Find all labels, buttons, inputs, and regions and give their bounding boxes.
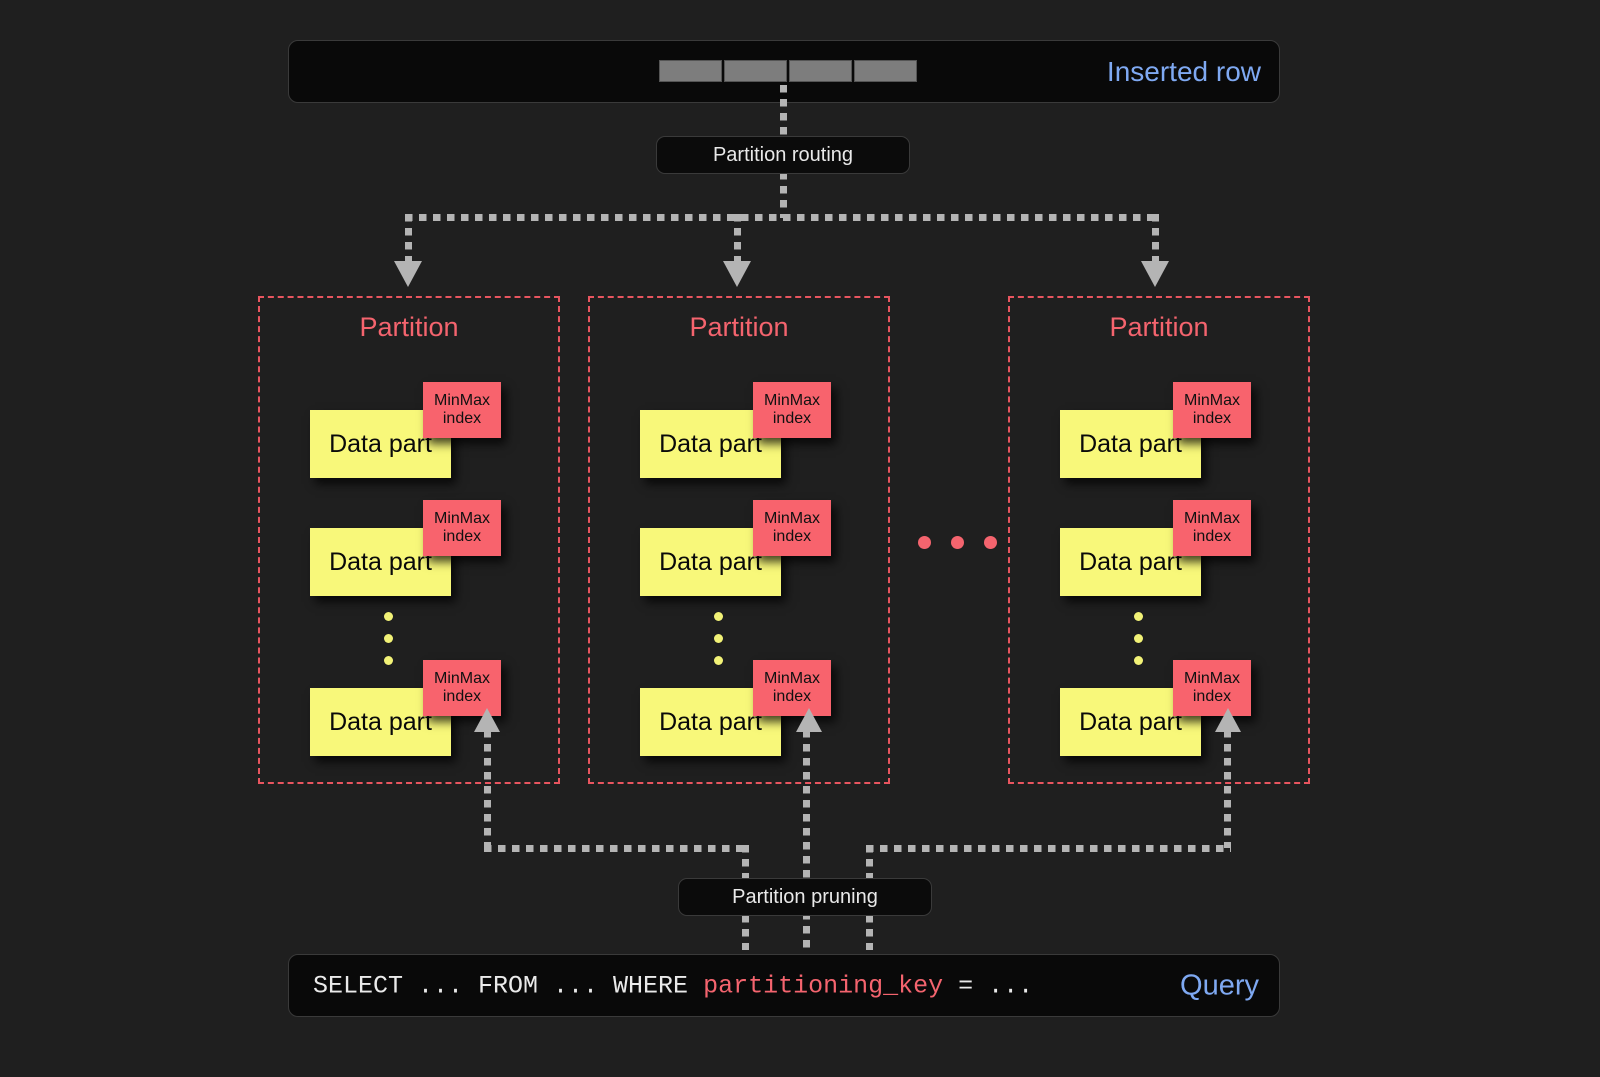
row-cell (854, 60, 917, 82)
minmax-index-line1: MinMax (1183, 669, 1240, 687)
connector-bus-to-partition-2 (1152, 214, 1159, 266)
ellipsis-dot (1134, 634, 1143, 643)
arrow-up-partition-1 (796, 708, 822, 732)
minmax-index-line1: MinMax (763, 509, 820, 527)
minmax-index-line1: MinMax (1183, 391, 1240, 409)
minmax-index-line2: index (1192, 410, 1232, 427)
row-cell (659, 60, 722, 82)
ellipsis-dot (384, 612, 393, 621)
minmax-index-line2: index (1192, 528, 1232, 545)
query-suffix: = ... (943, 971, 1034, 1000)
partition-title: Partition (359, 312, 459, 342)
data-part-box: Data part (640, 528, 781, 596)
ellipsis-dot (1134, 656, 1143, 665)
connector-routing-bus (405, 214, 1157, 221)
minmax-index-line1: MinMax (433, 509, 490, 527)
row-cell (724, 60, 787, 82)
query-prefix: SELECT ... FROM ... WHERE (313, 971, 704, 1000)
arrow-down-partition-2 (1141, 261, 1169, 287)
arrow-up-partition-2 (1215, 708, 1241, 732)
query-sql-text: SELECT ... FROM ... WHERE partitioning_k… (313, 971, 1033, 1000)
minmax-index-line1: MinMax (763, 669, 820, 687)
minmax-index-line2: index (772, 410, 812, 427)
connector-pruning-to-partition-2 (1224, 730, 1231, 848)
partition-routing-box: Partition routing (656, 136, 910, 174)
connector-routing-to-bus (780, 172, 787, 218)
minmax-index-line1: MinMax (1183, 509, 1240, 527)
ellipsis-dot (714, 612, 723, 621)
ellipsis-dot (1134, 612, 1143, 621)
connector-inserted-to-routing (780, 85, 787, 139)
query-partitioning-key: partitioning_key (703, 971, 944, 1000)
minmax-index-line2: index (442, 528, 482, 545)
connector-pruning-to-partition-1 (803, 730, 810, 950)
minmax-index-line2: index (772, 528, 812, 545)
query-panel: SELECT ... FROM ... WHERE partitioning_k… (288, 954, 1280, 1017)
connector-pruning-to-partition-0 (484, 730, 491, 848)
ellipsis-dot (384, 634, 393, 643)
query-label: Query (1180, 969, 1259, 1001)
ellipsis-dot (984, 536, 997, 549)
minmax-index-line1: MinMax (433, 669, 490, 687)
inserted-row-label: Inserted row (1106, 55, 1261, 87)
partition-title: Partition (1109, 312, 1209, 342)
partition-title: Partition (689, 312, 789, 342)
minmax-index-line2: index (772, 688, 812, 705)
arrow-down-partition-1 (723, 261, 751, 287)
ellipsis-dot (918, 536, 931, 549)
minmax-index-line2: index (442, 688, 482, 705)
minmax-index-line2: index (1192, 688, 1232, 705)
minmax-index-line1: MinMax (763, 391, 820, 409)
connector-pruning-bus-right (866, 845, 1231, 852)
partition-pruning-box: Partition pruning (678, 878, 932, 916)
row-cell (789, 60, 852, 82)
ellipsis-dot (384, 656, 393, 665)
vertical-ellipsis (1134, 612, 1143, 678)
arrow-down-partition-0 (394, 261, 422, 287)
inserted-row-cells (659, 60, 917, 82)
vertical-ellipsis (714, 612, 723, 678)
minmax-index-line1: MinMax (433, 391, 490, 409)
connector-bus-to-partition-0 (405, 214, 412, 266)
vertical-ellipsis (384, 612, 393, 678)
arrow-up-partition-0 (474, 708, 500, 732)
ellipsis-dot (714, 634, 723, 643)
partitions-ellipsis (918, 536, 997, 549)
connector-bus-to-partition-1 (734, 214, 741, 266)
ellipsis-dot (951, 536, 964, 549)
connector-pruning-bus-left (484, 845, 746, 852)
minmax-index-line2: index (442, 410, 482, 427)
ellipsis-dot (714, 656, 723, 665)
